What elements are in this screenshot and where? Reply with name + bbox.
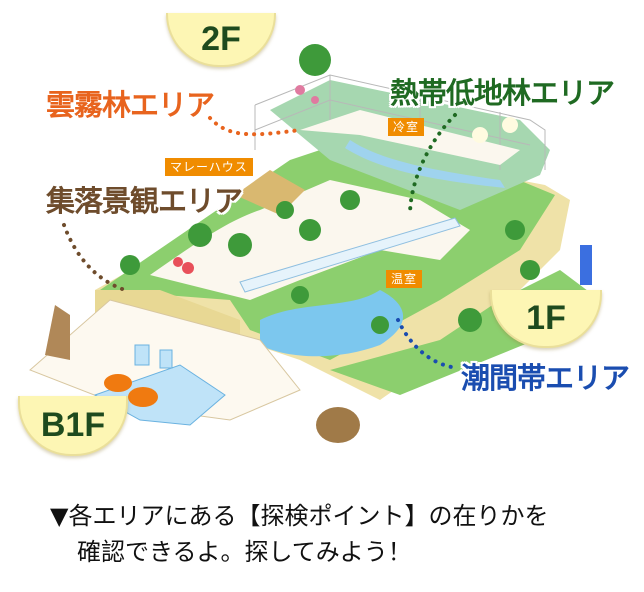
leader-tidal [396, 318, 460, 370]
tag-malay-house: マレーハウス [165, 158, 253, 176]
area-label-cloud-forest[interactable]: 雲霧林エリア [46, 88, 215, 122]
stingray [316, 407, 360, 443]
tag-cold-room: 冷室 [388, 118, 425, 136]
conservatory-map-illustration [29, 44, 600, 443]
leader-cloud [208, 116, 302, 137]
clownfish [104, 374, 158, 407]
area-label-tidal[interactable]: 潮間帯エリア [461, 361, 630, 395]
leader-lowland [408, 113, 457, 217]
tree-stump [45, 305, 70, 360]
trees [120, 44, 540, 334]
flowers [173, 85, 592, 285]
glass-frame [254, 74, 546, 170]
area-label-tropical-lowland[interactable]: 熱帯低地林エリア [390, 76, 615, 110]
area-label-village[interactable]: 集落景観エリア [46, 184, 243, 218]
tag-greenhouse: 温室 [386, 270, 423, 288]
caption: ▼各エリアにある【探検ポイント】の在りかを 確認できるよ。探してみよう！ [50, 498, 548, 570]
leader-village [62, 223, 127, 292]
caption-line-1: ▼各エリアにある【探検ポイント】の在りかを [50, 502, 549, 530]
walkway-upper [300, 110, 520, 165]
bridge [239, 217, 461, 293]
caption-line-2: 確認できるよ。探してみよう！ [77, 538, 412, 566]
stream [345, 140, 505, 188]
pond [260, 290, 404, 357]
